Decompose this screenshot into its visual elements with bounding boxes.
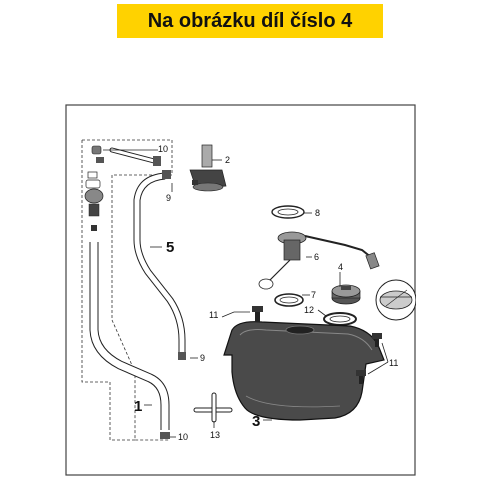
callout-5: 5 — [166, 239, 174, 256]
ring-8 — [271, 205, 305, 219]
hose-clip-9-top — [162, 170, 171, 179]
callout-10-top: 10 — [158, 144, 168, 154]
callout-8: 8 — [315, 208, 320, 218]
callout-1: 1 — [134, 398, 142, 415]
callout-3: 3 — [252, 413, 260, 430]
vent-pipe-clip — [153, 156, 161, 166]
parts-diagram-frame: 10 2 9 5 8 6 4 7 12 11 9 11 1 3 13 10 — [65, 104, 416, 476]
bolt-11-left — [252, 306, 263, 322]
callout-11-right: 11 — [389, 358, 398, 368]
callout-7: 7 — [311, 290, 316, 300]
diagram-border — [65, 104, 416, 476]
hose-clip-9-bottom — [178, 352, 186, 360]
callout-2: 2 — [225, 155, 230, 165]
fuel-tap-2 — [189, 144, 227, 192]
callout-6: 6 — [314, 252, 319, 262]
fuel-hose-1 — [89, 242, 170, 430]
leader-lines — [103, 149, 389, 438]
callout-9-bottom: 9 — [200, 353, 205, 363]
t-connector-13 — [193, 392, 233, 423]
title-banner: Na obrázku díl číslo 4 — [117, 4, 383, 38]
bolt-11-right-a — [372, 333, 382, 347]
callout-4: 4 — [338, 262, 343, 272]
bolt-11-right-b — [356, 370, 366, 384]
group-1-dashed-outline — [82, 139, 173, 441]
hose-clip-10-bottom — [160, 432, 170, 439]
callout-13: 13 — [210, 430, 220, 440]
group-1-dashed-outline-left — [81, 140, 135, 441]
detail-zoom-circle — [375, 279, 416, 321]
callout-10-bottom: 10 — [178, 432, 188, 442]
fuel-tank-exploded-diagram: 10 2 9 5 8 6 4 7 12 11 9 11 1 3 13 10 — [65, 104, 416, 476]
callout-12: 12 — [304, 305, 314, 315]
fuel-tank-3 — [223, 321, 385, 421]
banner-title: Na obrázku díl číslo 4 — [147, 9, 353, 32]
gasket-7 — [274, 293, 304, 307]
filler-neck-seal-12 — [323, 312, 357, 326]
callout-11-left: 11 — [209, 310, 218, 320]
fuel-filter — [84, 171, 104, 231]
fuel-level-sender-6 — [258, 231, 380, 290]
hose-clip-10-top — [91, 145, 104, 163]
fuel-cap-4 — [331, 284, 361, 305]
callout-9-top: 9 — [166, 193, 171, 203]
